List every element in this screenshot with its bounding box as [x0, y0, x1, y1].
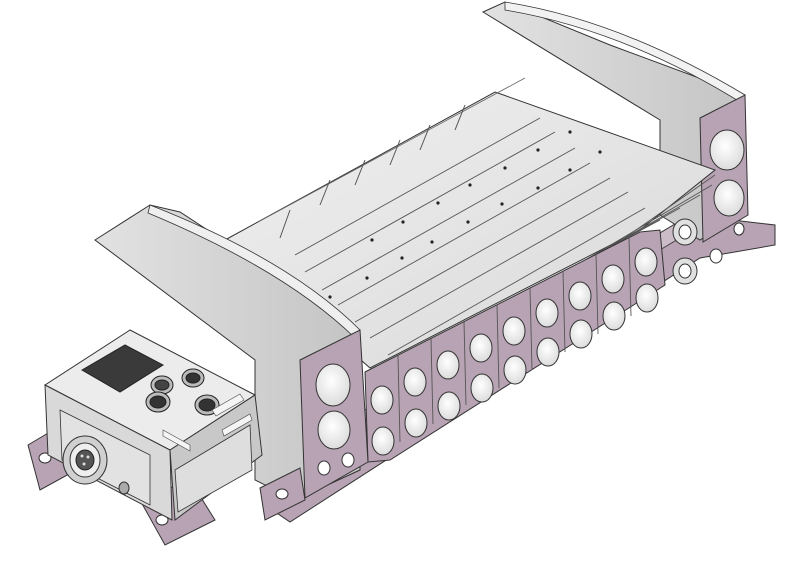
- round-connector: [62, 435, 108, 485]
- display-screen: [81, 344, 165, 393]
- fittings: [672, 218, 698, 285]
- port-holes: [370, 247, 659, 456]
- si-unit: [44, 329, 263, 521]
- screw-dots: [328, 130, 602, 299]
- left-end-plate: [94, 204, 369, 501]
- port-faces: [364, 218, 698, 463]
